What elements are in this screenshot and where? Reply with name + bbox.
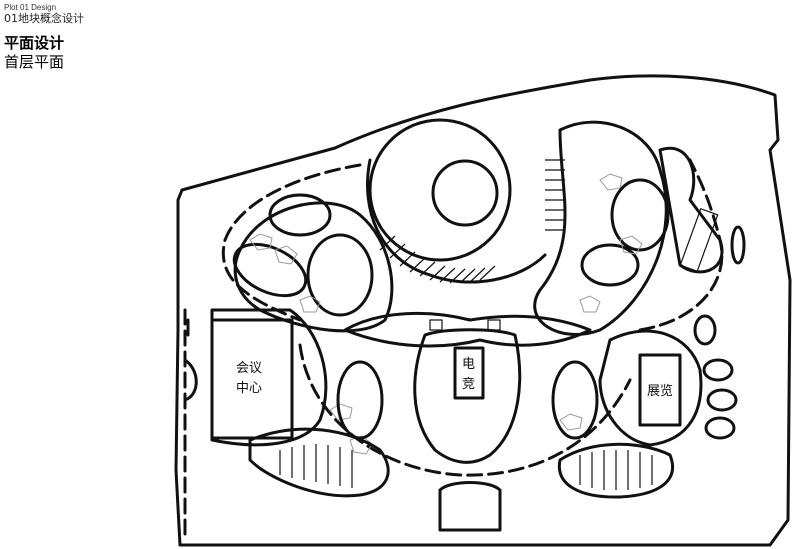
exhibition-label: 展览 (647, 383, 673, 399)
conference-center (210, 308, 328, 447)
upper-right-ramp (679, 207, 719, 273)
lower-left-stair-hatch (279, 444, 353, 488)
left-entry-curve (183, 358, 198, 402)
upper-right-stair-tower (658, 146, 724, 274)
subtitle-cn: 01地块概念设计 (4, 12, 84, 25)
conference-label-box (210, 318, 294, 440)
page-subtitle: 首层平面 (4, 53, 65, 71)
right-pod-4 (704, 416, 736, 440)
plaza-ring (366, 158, 547, 284)
plaza-inner-circle (431, 159, 499, 227)
header: Plot 01 Design 01地块概念设计 平面设计 首层平面 (4, 3, 84, 72)
conference-label-1: 会议 (236, 361, 262, 376)
right-pod-5 (730, 225, 746, 265)
circulation-loop (221, 158, 724, 332)
pod-lower-right (551, 360, 599, 440)
pod-upper-left-3 (268, 193, 332, 237)
pod-upper-right-2 (580, 243, 640, 287)
right-pod-3 (706, 388, 738, 412)
page-title: 平面设计 (4, 34, 65, 52)
bottom-entry (438, 481, 502, 532)
lower-right-stair-hatch (579, 450, 653, 490)
subtitle-en: Plot 01 Design (4, 3, 57, 12)
lower-right-wing (557, 442, 674, 499)
pod-upper-right-1 (610, 178, 670, 252)
esports-label-2: 竞 (462, 376, 475, 392)
upper-right-wing (533, 120, 668, 336)
exhibition-hall (598, 329, 703, 447)
conference-label-2: 中心 (236, 381, 262, 396)
upper-stair-hatch (379, 159, 565, 284)
esports-label-box (453, 346, 485, 400)
pod-upper-left-2 (306, 233, 374, 317)
site-boundary (174, 74, 792, 547)
connector-core-right (487, 319, 501, 331)
central-connector (343, 311, 592, 348)
connector-core-left (429, 319, 443, 331)
upper-left-wing (233, 201, 394, 333)
esports-label-1: 电 (462, 357, 475, 372)
central-plaza-circle (368, 118, 512, 262)
pod-lower-left (336, 360, 384, 440)
right-pod-1 (693, 314, 717, 346)
pod-upper-left-1 (232, 242, 308, 298)
exhibition-label-box (638, 353, 682, 427)
esports-hall (413, 328, 522, 464)
right-pod-2 (702, 358, 734, 382)
lower-left-wing (248, 427, 390, 498)
